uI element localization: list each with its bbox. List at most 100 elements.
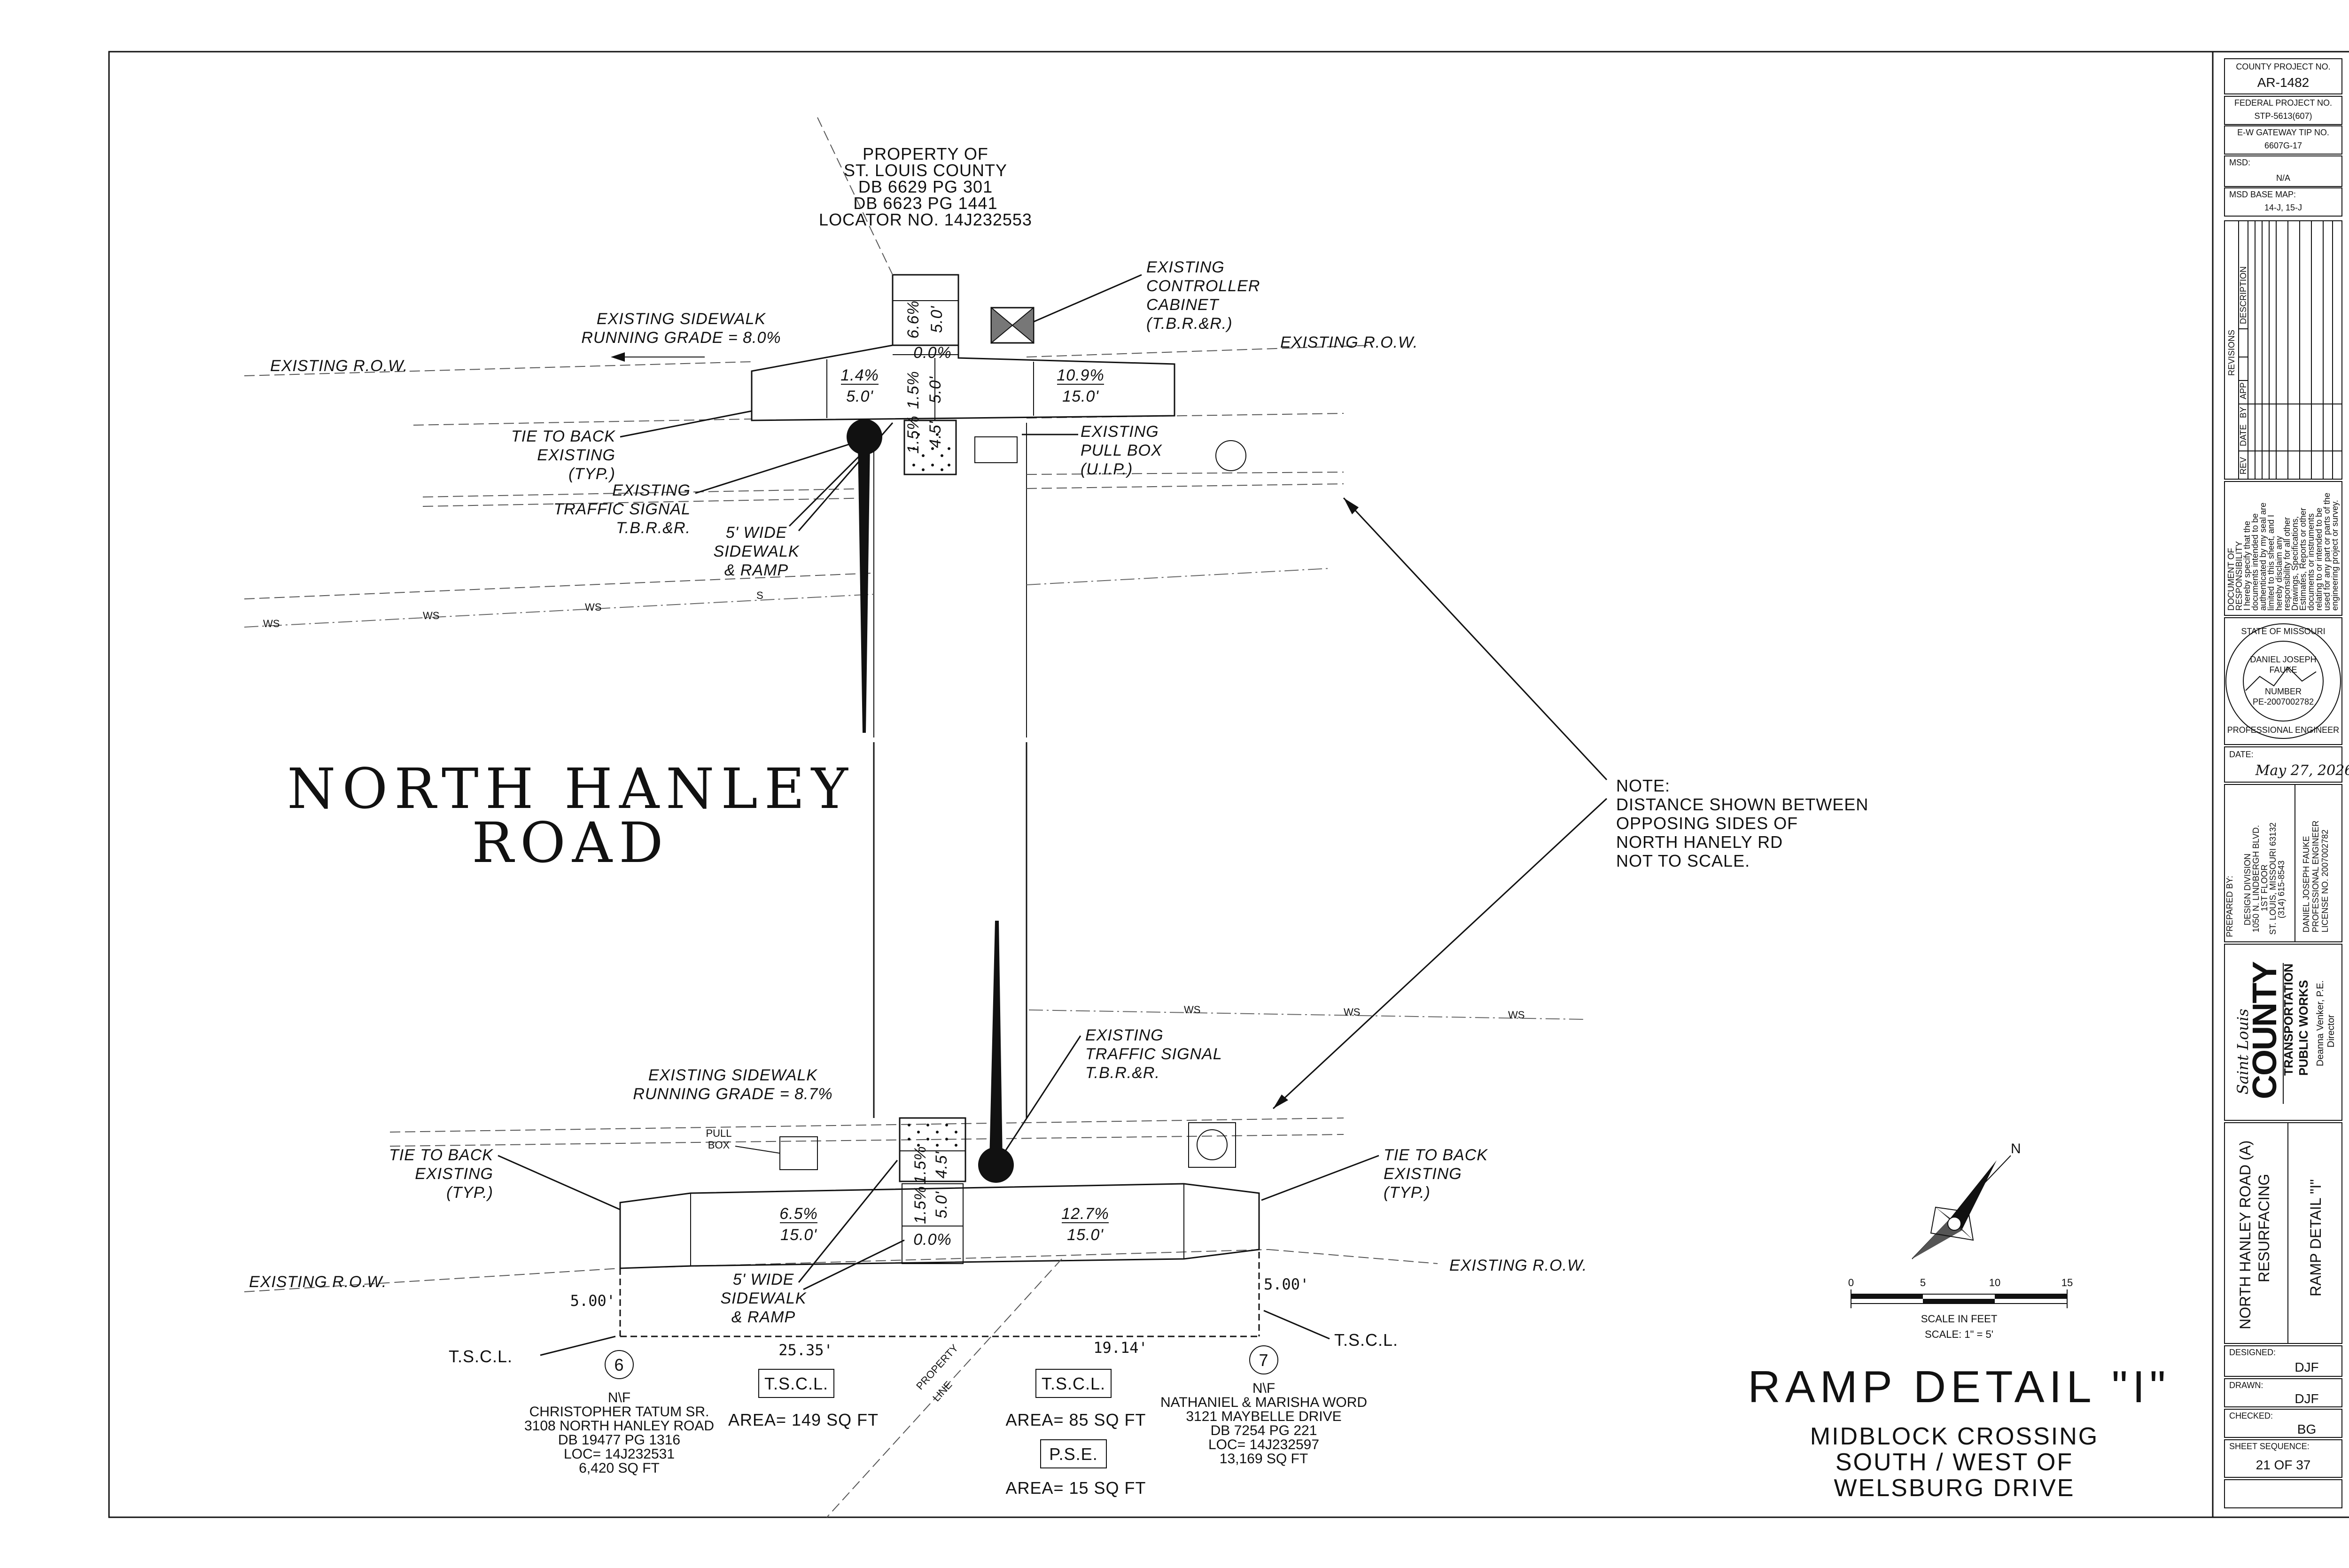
svg-text:DRAWN:: DRAWN: — [2229, 1381, 2263, 1390]
parcel-6: 6 N\F CHRISTOPHER TATUM SR. 3108 NORTH H… — [524, 1350, 714, 1476]
top-manhole — [1215, 440, 1246, 471]
svg-text:PE-2007002782: PE-2007002782 — [2253, 697, 2314, 706]
top-row-right-label: EXISTING R.O.W. — [1280, 334, 1418, 351]
svg-text:TRAFFIC SIGNAL: TRAFFIC SIGNAL — [1085, 1045, 1222, 1063]
svg-text:Drawings, Specifications,: Drawings, Specifications, — [2290, 516, 2300, 611]
svg-text:(U.I.P.): (U.I.P.) — [1081, 460, 1133, 478]
svg-text:AREA= 15 SQ FT: AREA= 15 SQ FT — [1005, 1478, 1146, 1498]
top-sidewalk-ramp-label: 5' WIDE SIDEWALK & RAMP — [713, 524, 799, 579]
bottom-slope-right-len: 15.0' — [1067, 1226, 1104, 1244]
svg-text:21 OF 37: 21 OF 37 — [2256, 1458, 2311, 1472]
water-sewer-lines — [244, 568, 1584, 1020]
svg-text:CHRISTOPHER TATUM SR.: CHRISTOPHER TATUM SR. — [529, 1404, 709, 1420]
top-grade-line-2: RUNNING GRADE = 8.0% — [581, 329, 781, 347]
bottom-tie-left-label: TIE TO BACK EXISTING (TYP.) — [389, 1146, 493, 1202]
north-arrow-icon — [1912, 1155, 2011, 1259]
svg-text:N\F: N\F — [608, 1390, 630, 1405]
bottom-slope-right: 12.7% — [1061, 1205, 1109, 1223]
svg-text:LICENSE NO. 2007002782: LICENSE NO. 2007002782 — [2320, 830, 2330, 932]
svg-text:LOC= 14J232531: LOC= 14J232531 — [564, 1446, 675, 1462]
svg-text:documents intended to be: documents intended to be — [2250, 513, 2260, 611]
svg-text:3121 MAYBELLE DRIVE: 3121 MAYBELLE DRIVE — [1186, 1409, 1341, 1424]
svg-text:I hereby specify that the: I hereby specify that the — [2242, 521, 2252, 611]
svg-text:RAMP DETAIL "I": RAMP DETAIL "I" — [2307, 1179, 2324, 1296]
svg-text:DESCRIPTION: DESCRIPTION — [2239, 266, 2248, 324]
note-arrowhead-top — [1344, 498, 1359, 514]
bottom-sidewalk-ramp-label: 5' WIDE SIDEWALK & RAMP — [720, 1271, 806, 1326]
bottom-slope-cross: 1.5% — [911, 1186, 929, 1224]
bottom-slope-ramp-len: 4.5' — [933, 1151, 950, 1179]
svg-text:ST. LOUIS COUNTY: ST. LOUIS COUNTY — [844, 161, 1007, 180]
svg-text:RESURFACING: RESURFACING — [2256, 1174, 2272, 1282]
svg-text:AREA= 149 SQ FT: AREA= 149 SQ FT — [728, 1410, 879, 1429]
dim-right-offset: 5.00' — [1264, 1275, 1309, 1293]
svg-text:FAUKE: FAUKE — [2269, 665, 2297, 675]
utility-label-ws-2: WS — [423, 610, 439, 621]
top-signal-label: EXISTING TRAFFIC SIGNAL T.B.R.&R. — [553, 481, 690, 537]
svg-text:MSD BASE MAP:: MSD BASE MAP: — [2229, 190, 2296, 199]
svg-text:responsibility for all other: responsibility for all other — [2282, 517, 2292, 611]
svg-text:5' WIDE: 5' WIDE — [733, 1271, 794, 1289]
svg-text:REV: REV — [2239, 457, 2248, 474]
svg-text:DATE:: DATE: — [2229, 750, 2254, 759]
svg-text:engineering project or survey.: engineering project or survey. — [2330, 500, 2340, 611]
bottom-slope-left: 6.5% — [779, 1205, 818, 1223]
svg-text:EXISTING SIDEWALK: EXISTING SIDEWALK — [648, 1066, 818, 1084]
svg-text:authenticated by my seal are: authenticated by my seal are — [2258, 503, 2268, 611]
svg-text:NOT TO SCALE.: NOT TO SCALE. — [1616, 851, 1750, 870]
svg-text:NUMBER: NUMBER — [2265, 687, 2302, 696]
svg-text:(314) 615-8543: (314) 615-8543 — [2277, 861, 2286, 918]
road-name-line-1: NORTH HANLEY — [287, 756, 855, 821]
svg-text:PROFESSIONAL ENGINEER: PROFESSIONAL ENGINEER — [2227, 725, 2339, 735]
svg-text:DJF: DJF — [2295, 1360, 2318, 1374]
bottom-tie-right-label: TIE TO BACK EXISTING (TYP.) — [1384, 1146, 1488, 1202]
property-leader-top — [817, 117, 893, 275]
scale-tick-0: 0 — [1848, 1277, 1854, 1289]
tscl-right-label: T.S.C.L. — [1334, 1330, 1398, 1350]
svg-text:(TYP.): (TYP.) — [446, 1184, 493, 1202]
bottom-traffic-signal — [978, 921, 1014, 1183]
scale-ratio: SCALE: 1" = 5' — [1925, 1328, 1993, 1340]
svg-text:T.S.C.L.: T.S.C.L. — [764, 1374, 828, 1393]
top-grade-line-1: EXISTING SIDEWALK — [597, 310, 766, 328]
bottom-signal-label: EXISTING TRAFFIC SIGNAL T.B.R.&R. — [1085, 1026, 1222, 1082]
svg-text:REVISIONS: REVISIONS — [2227, 330, 2236, 376]
svg-text:limited to this sheet, and I: limited to this sheet, and I — [2266, 515, 2276, 611]
dim-left-offset: 5.00' — [570, 1292, 615, 1310]
svg-text:PREPARED BY:: PREPARED BY: — [2225, 876, 2234, 937]
svg-text:DB 6623 PG 1441: DB 6623 PG 1441 — [853, 194, 997, 213]
bottom-signal-leader — [1004, 1035, 1081, 1151]
svg-text:COUNTY: COUNTY — [2246, 962, 2284, 1099]
top-slope-cross: 1.5% — [904, 371, 922, 409]
svg-text:RUNNING GRADE = 8.7%: RUNNING GRADE = 8.7% — [633, 1085, 832, 1103]
svg-text:NORTH HANELY RD: NORTH HANELY RD — [1616, 832, 1783, 852]
svg-text:& RAMP: & RAMP — [724, 561, 788, 579]
bottom-row-left-label: EXISTING R.O.W. — [249, 1273, 387, 1291]
top-pull-box-label: EXISTING PULL BOX (U.I.P.) — [1081, 423, 1162, 478]
scale-note: NOTE: DISTANCE SHOWN BETWEEN OPPOSING SI… — [1616, 776, 1868, 870]
utility-label-ws-6: WS — [1508, 1009, 1525, 1021]
top-row-lines — [244, 345, 1372, 507]
svg-text:APP: APP — [2239, 382, 2248, 399]
svg-text:SIDEWALK: SIDEWALK — [720, 1289, 806, 1307]
svg-text:hereby disclaim any: hereby disclaim any — [2274, 536, 2284, 611]
utility-label-ws-5: WS — [1344, 1006, 1360, 1018]
tscl-left-label: T.S.C.L. — [449, 1347, 513, 1366]
top-pull-box — [974, 436, 1018, 463]
scale-tick-10: 10 — [1989, 1277, 2000, 1289]
svg-text:CONTROLLER: CONTROLLER — [1146, 277, 1260, 295]
svg-text:TIE TO BACK: TIE TO BACK — [511, 427, 615, 445]
road-name-line-2: ROAD — [472, 810, 669, 875]
property-line-label-1: PROPERTY — [914, 1342, 961, 1392]
svg-text:NATHANIEL & MARISHA WORD: NATHANIEL & MARISHA WORD — [1160, 1395, 1367, 1410]
svg-text:TIE TO BACK: TIE TO BACK — [1384, 1146, 1488, 1164]
top-slope-top-len: 5.0' — [928, 306, 946, 333]
svg-text:LOCATOR NO. 14J232553: LOCATOR NO. 14J232553 — [819, 210, 1032, 229]
svg-text:ST. LOUIS, MISSOURI 63132: ST. LOUIS, MISSOURI 63132 — [2268, 823, 2278, 935]
bottom-slope-mid: 0.0% — [913, 1231, 952, 1249]
top-signal-leader — [695, 443, 851, 494]
tscl-left-leader — [540, 1335, 616, 1356]
top-controller-label: EXISTING CONTROLLER CABINET (T.B.R.&R.) — [1146, 258, 1260, 333]
svg-text:1ST FLOOR: 1ST FLOOR — [2260, 864, 2269, 911]
